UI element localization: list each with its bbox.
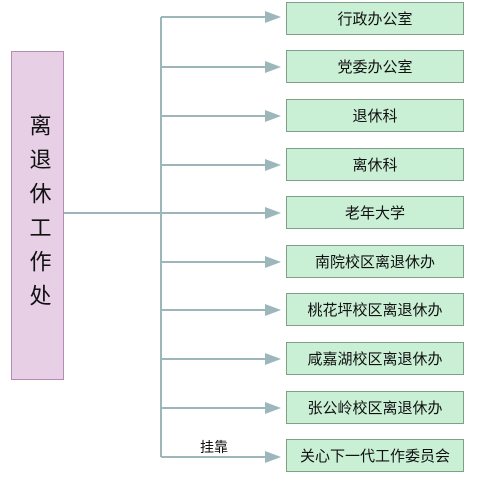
unit-node-senior-university: 老年大学 (286, 196, 464, 229)
branch-arrowhead (265, 207, 281, 219)
branch-arrowhead (265, 451, 281, 463)
unit-label: 咸嘉湖校区离退休办 (307, 350, 443, 368)
unit-label: 老年大学 (344, 204, 405, 222)
unit-node-xianjiahu-campus: 咸嘉湖校区离退休办 (286, 342, 464, 375)
branch-arrowhead (265, 159, 281, 171)
branch-arrowhead (265, 353, 281, 365)
unit-node-party-office: 党委办公室 (286, 50, 464, 83)
unit-label: 张公岭校区离退休办 (307, 399, 443, 417)
unit-label: 南院校区离退休办 (314, 253, 435, 271)
unit-label: 关心下一代工作委员会 (299, 447, 450, 465)
unit-node-admin-office: 行政办公室 (286, 2, 464, 35)
unit-label: 退休科 (352, 107, 398, 125)
unit-label: 党委办公室 (337, 58, 413, 76)
unit-node-retirement-section: 退休科 (286, 99, 464, 132)
connector-lines (64, 11, 281, 463)
branch-arrowhead (265, 256, 281, 268)
unit-node-zhanggongling-campus: 张公岭校区离退休办 (286, 391, 464, 424)
unit-node-taohuaping-campus: 桃花坪校区离退休办 (286, 293, 464, 326)
branch-arrowhead (265, 61, 281, 73)
unit-node-veteran-section: 离休科 (286, 148, 464, 181)
unit-label: 离休科 (352, 156, 398, 174)
unit-node-nanyuan-campus: 南院校区离退休办 (286, 245, 464, 278)
unit-label: 桃花坪校区离退休办 (307, 301, 443, 319)
unit-node-next-generation-committee: 关心下一代工作委员会 (286, 439, 464, 472)
branch-arrowhead (265, 11, 281, 23)
branch-arrowhead (265, 304, 281, 316)
unit-label: 行政办公室 (337, 10, 413, 28)
branch-arrowhead (265, 402, 281, 414)
root-node-label: 离退休工作处 (25, 113, 51, 318)
branch-arrowhead (265, 110, 281, 122)
root-node: 离退休工作处 (11, 51, 64, 380)
attachment-note: 挂靠 (200, 440, 228, 456)
